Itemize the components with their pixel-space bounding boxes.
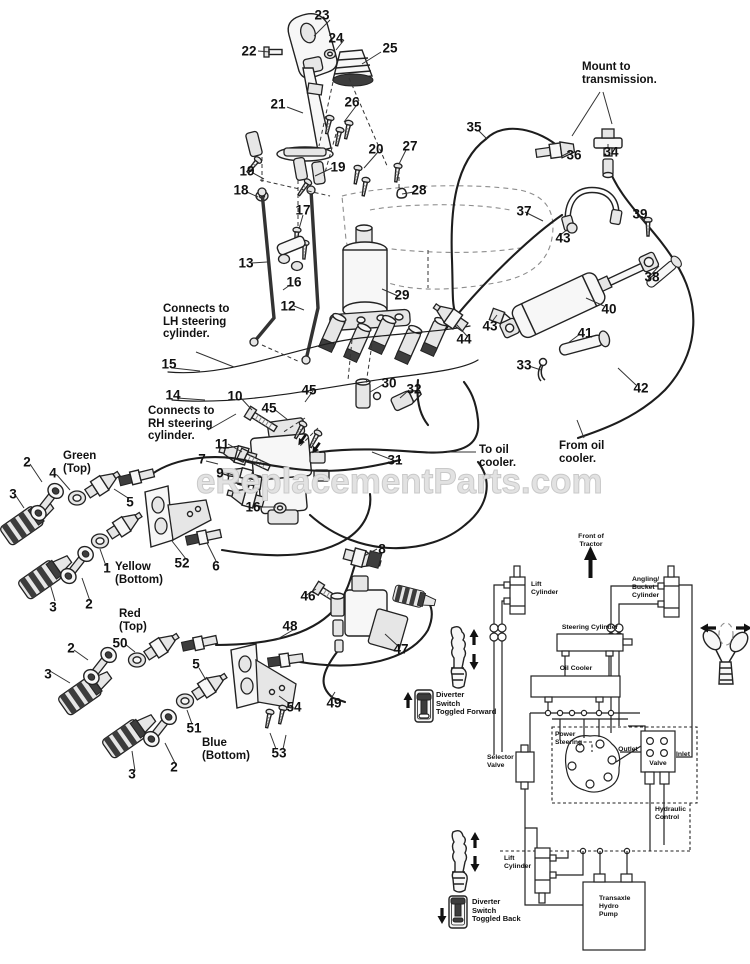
hose-fitting-bank (318, 312, 449, 366)
diverter-switch-forward-icon (403, 689, 434, 723)
diverter-lever-back-icon (451, 829, 480, 893)
coupler-group-green-yellow (0, 465, 223, 601)
hydraulic-cylinder-assembly (429, 128, 684, 382)
cotter-pin-33 (537, 357, 548, 382)
coupler-group-red-blue (56, 627, 305, 760)
watermark: eReplacementParts.com (196, 462, 604, 502)
steering-control-valve (216, 378, 422, 525)
diverter-switch-back-icon (437, 895, 468, 929)
hoses (150, 127, 695, 704)
solenoid-valve-47 (311, 544, 438, 653)
leader-lines (15, 19, 660, 772)
diverter-lever-forward-icon (450, 625, 479, 689)
hydraulic-schematic (489, 546, 698, 951)
twin-lever-icon (700, 622, 750, 685)
